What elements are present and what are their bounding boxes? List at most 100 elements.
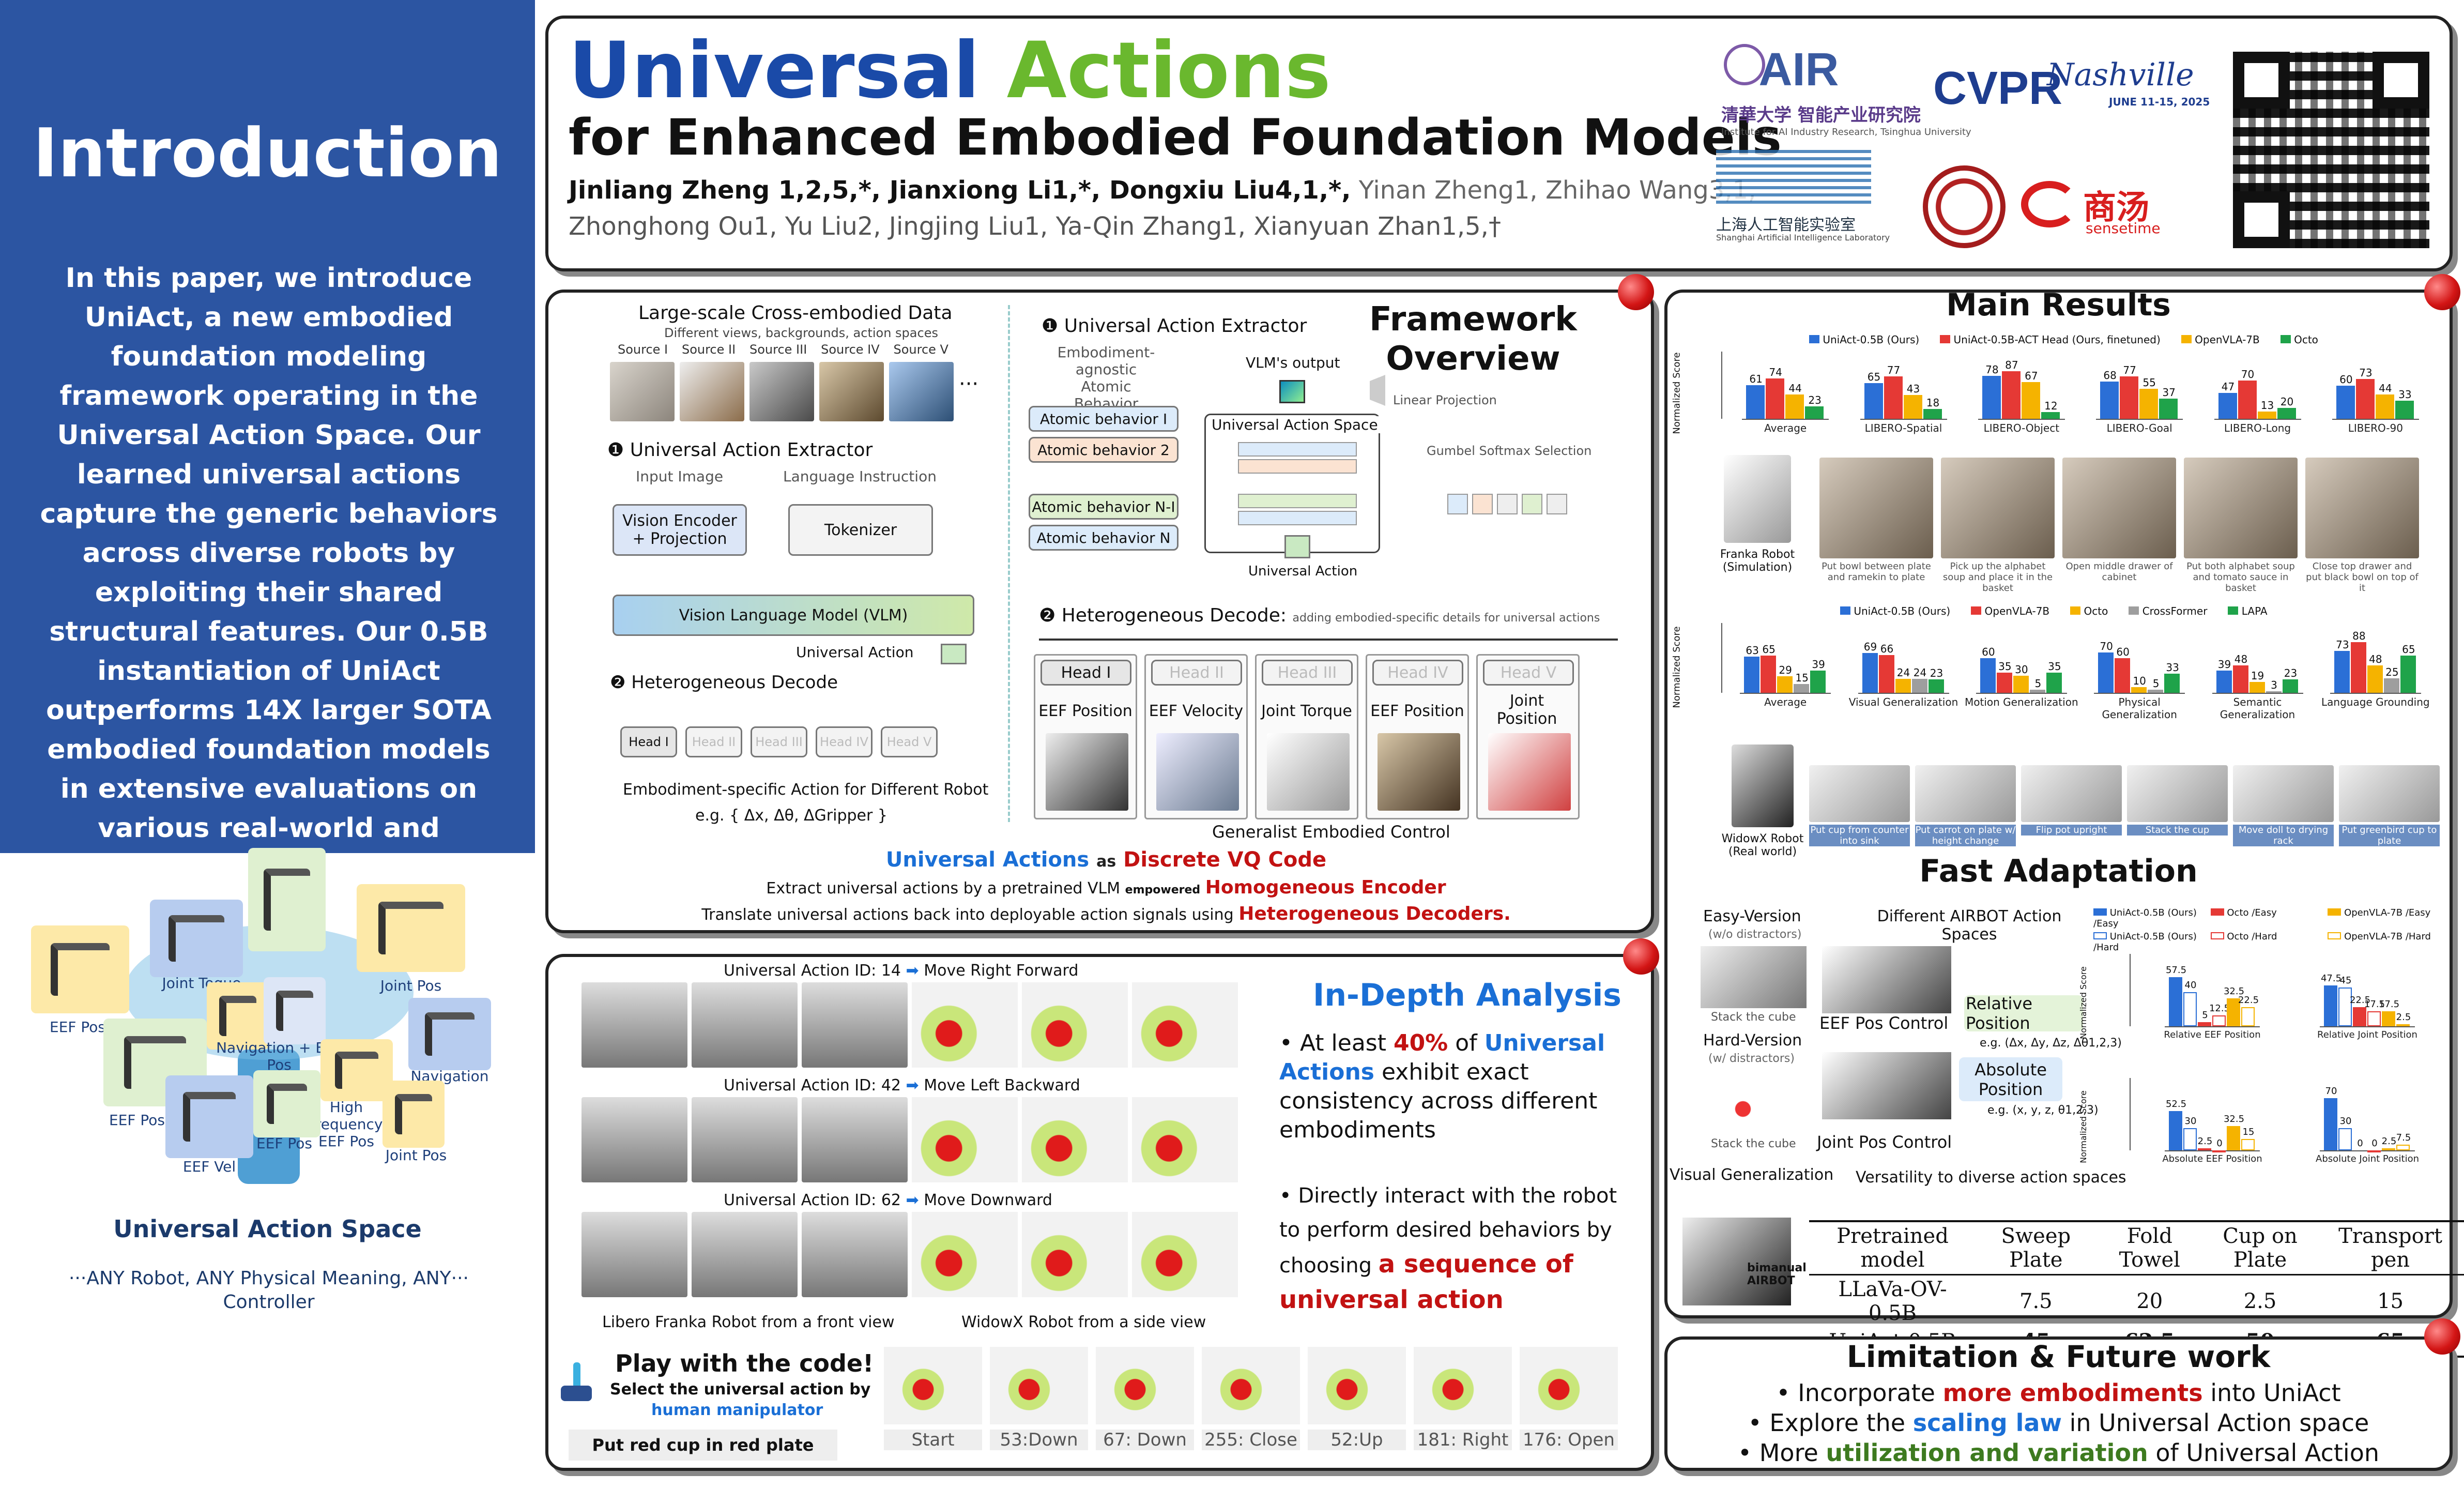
bar-1-1: [2338, 1128, 2352, 1150]
widowx-frame-0-4: [1022, 982, 1128, 1068]
ylabel-2: Normalized Score: [1671, 626, 1682, 708]
hard-image: [1701, 1070, 1807, 1135]
framework-title-1: Framework: [1369, 300, 1577, 339]
bar-value-3-3: 5: [2152, 677, 2160, 690]
fb3-a: Translate universal actions back into de…: [701, 906, 1234, 924]
x-axis-segment: [2165, 1026, 2260, 1027]
source-1: Source I: [618, 342, 668, 357]
bar-0-4: [1810, 670, 1826, 693]
widowx-frame-2-5: [1132, 1212, 1238, 1297]
framework-divider: [1008, 305, 1010, 822]
bar-5-3: [2395, 401, 2414, 419]
task-box: Put red cup in red plate: [569, 1430, 837, 1461]
legend2-3: CrossFormer: [2129, 605, 2207, 617]
source-3: Source III: [749, 342, 807, 357]
legend1-3: Octo: [2280, 333, 2318, 346]
step-label-1: 53:Down: [990, 1430, 1088, 1450]
cvpr-dates: JUNE 11-15, 2025: [2109, 96, 2210, 108]
panel-pin-framework: [1618, 274, 1654, 310]
left-head-1: Head I: [620, 726, 677, 757]
bar-value-1-0: 69: [1863, 641, 1877, 654]
category-label-5: LIBERO-90: [2348, 422, 2403, 434]
bar-1-0: [1862, 653, 1878, 693]
bar-value-0-4: 39: [1812, 658, 1825, 671]
caption-franka: Libero Franka Robot from a front view: [602, 1313, 895, 1331]
data-title: Large-scale Cross-embodied Data: [638, 302, 953, 324]
framework-bullet-3: Translate universal actions back into de…: [569, 903, 1644, 924]
bar-value-1-2: 24: [1896, 666, 1910, 679]
franka-frame-1-0: [581, 1097, 687, 1182]
franka-frame-0-0: [581, 982, 687, 1068]
category-label-1: Relative Joint Position: [2317, 1029, 2417, 1040]
lim3-c: of Universal Action: [2155, 1439, 2379, 1467]
widowx-task-caption-2: Flip pot upright: [2021, 825, 2122, 835]
robot-label-6: EEF Pos: [109, 1112, 165, 1129]
source-2: Source II: [681, 342, 736, 357]
left-head-4: Head IV: [816, 726, 873, 757]
joystick-icon: [561, 1362, 592, 1404]
widowx-frame-0-3: [912, 982, 1018, 1068]
robot-card-4: Head IV EEF Position: [1366, 654, 1469, 819]
bar-value-3-4: 33: [2166, 661, 2179, 674]
adapt-legend-5-text: OpenVLA-7B /Hard: [2344, 931, 2431, 942]
bar-value-1-1: 45: [2339, 975, 2352, 986]
source-image-4: [819, 362, 884, 421]
bar-value-1-3: 17.5: [2364, 999, 2385, 1010]
eef-ctrl-label: EEF Pos Control: [1819, 1013, 1949, 1033]
bar-value-0-1: 65: [1762, 643, 1776, 656]
bar-value-3-3: 37: [2162, 386, 2176, 399]
bar-value-1-3: 24: [1913, 666, 1927, 679]
right-head-action-1: EEF Position: [1038, 702, 1132, 720]
widowx-frame-0-5: [1132, 982, 1238, 1068]
bar-value-0-2: 2.5: [2197, 1136, 2213, 1147]
visual-gen-label: Visual Generalization: [1670, 1166, 1834, 1184]
results-legend-1: UniAct-0.5B (Ours) UniAct-0.5B-ACT Head …: [1809, 333, 2318, 346]
bar-2-0: [1980, 658, 1996, 693]
y-axis: [2130, 954, 2131, 1026]
bar-2-3: [2029, 690, 2045, 693]
gumbel-box-4: [1522, 494, 1542, 514]
category-label-0: Average: [1764, 696, 1807, 708]
right-hetero-main: ❷ Heterogeneous Decode:: [1039, 605, 1287, 626]
agnostic-label: Embodiment-agnostic Atomic Behavior: [1057, 344, 1155, 412]
analysis-bullet-1: • At least 40% of Universal Actions exhi…: [1279, 1029, 1610, 1145]
bar-0-3: [2212, 1015, 2226, 1026]
joystick-stick: [573, 1362, 580, 1388]
lim-bullet-2: • Explore the scaling law in Universal A…: [1664, 1408, 2453, 1438]
bar-0-3: [1794, 684, 1810, 693]
x-axis-segment: [2096, 419, 2183, 420]
right-hetero-sub: adding embodied-specific details for uni…: [1292, 612, 1600, 625]
authors-line-1: Jinliang Zheng 1,2,5,*, Jianxiong Li1,*,…: [569, 176, 1756, 205]
category-label-2: LIBERO-Object: [1983, 422, 2060, 434]
left-head-5: Head V: [881, 726, 938, 757]
bar-0-0: [1744, 657, 1760, 693]
adapt-legend-3-text: Octo /Hard: [2227, 931, 2277, 942]
step-label-2: 67: Down: [1096, 1430, 1194, 1450]
franka-frame-2-0: [581, 1212, 687, 1297]
bar-value-5-0: 73: [2336, 638, 2349, 651]
bar-3-2: [2131, 687, 2147, 693]
diff-airbot-label: Different AIRBOT Action Spaces: [1877, 907, 2062, 944]
bar-value-0-0: 61: [1749, 373, 1763, 386]
framework-bullets: Universal Actions as Discrete VQ Code Ex…: [569, 848, 1644, 924]
absolute-position-box: Absolute Position: [1959, 1057, 2062, 1101]
robot-thumb-1: [31, 925, 129, 1013]
universal-action-label: Universal Action: [796, 644, 914, 661]
hard-version: Hard-Version: [1703, 1031, 1802, 1050]
bar-5-0: [2336, 386, 2355, 419]
uas-bar-1: [1238, 442, 1357, 457]
adapt-legend-1: UniAct-0.5B (Ours) /Hard: [2093, 931, 2211, 953]
row-action-1: Move Left Backward: [924, 1076, 1080, 1095]
embodiment-action-eg: e.g. { Δx, Δθ, ΔGripper }: [695, 807, 887, 825]
air-logo-text: AIR: [1758, 43, 1839, 96]
bar-value-5-1: 73: [2359, 366, 2373, 379]
bar-0-3: [1805, 406, 1824, 419]
adapt-legend-4: OpenVLA-7B /Easy: [2328, 907, 2445, 929]
ab1-c: Universal Actions: [1279, 1030, 1605, 1085]
source-image-5: [889, 362, 954, 421]
bar-value-5-3: 25: [2385, 666, 2399, 679]
left-head-3: Head III: [751, 726, 807, 757]
air-logo: AIR: [1721, 41, 1876, 98]
